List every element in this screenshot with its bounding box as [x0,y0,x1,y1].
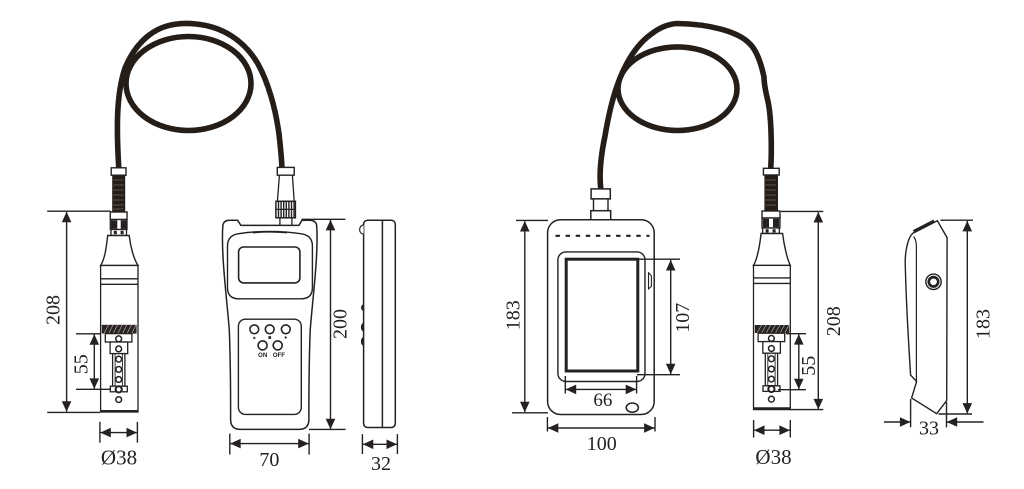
svg-text:Ø38: Ø38 [755,445,791,469]
svg-text:200: 200 [330,309,352,339]
svg-text:107: 107 [672,303,694,333]
svg-text:33: 33 [919,418,939,440]
svg-text:183: 183 [503,300,525,330]
svg-text:Ø38: Ø38 [101,445,137,469]
svg-text:183: 183 [972,309,994,339]
svg-text:208: 208 [43,295,65,325]
svg-text:208: 208 [823,306,845,336]
svg-text:OFF: OFF [273,352,286,359]
svg-text:55: 55 [70,354,92,374]
svg-text:100: 100 [587,433,617,455]
svg-text:70: 70 [259,449,279,471]
svg-text:ON: ON [258,352,268,359]
svg-text:55: 55 [798,356,820,376]
svg-text:66: 66 [593,390,612,411]
svg-text:32: 32 [371,453,391,475]
